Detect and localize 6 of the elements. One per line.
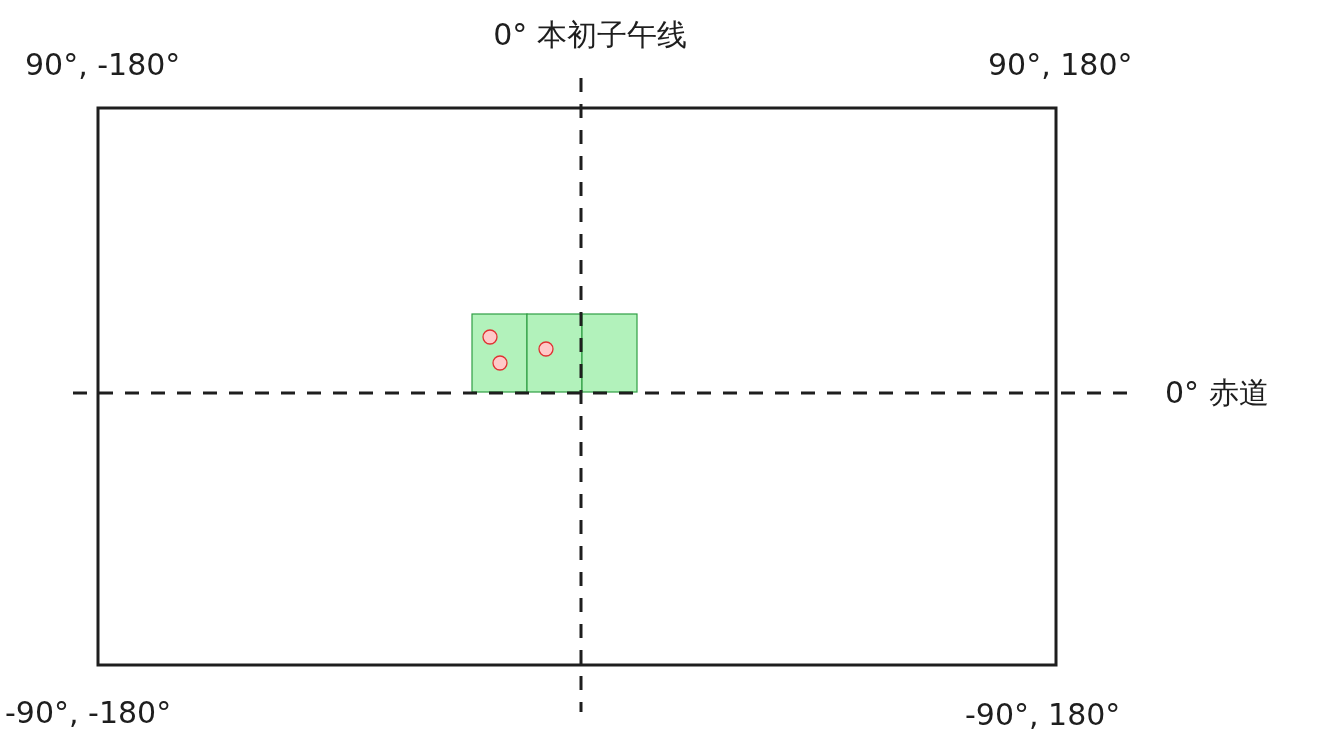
equator-label: 0° 赤道: [1165, 378, 1269, 408]
corner-label: -90°, -180°: [5, 698, 172, 728]
corner-label: -90°, 180°: [965, 700, 1121, 730]
corner-label: 90°, -180°: [25, 50, 181, 80]
corner-label: 90°, 180°: [988, 50, 1133, 80]
meridian-label: 0° 本初子午线: [493, 20, 687, 50]
